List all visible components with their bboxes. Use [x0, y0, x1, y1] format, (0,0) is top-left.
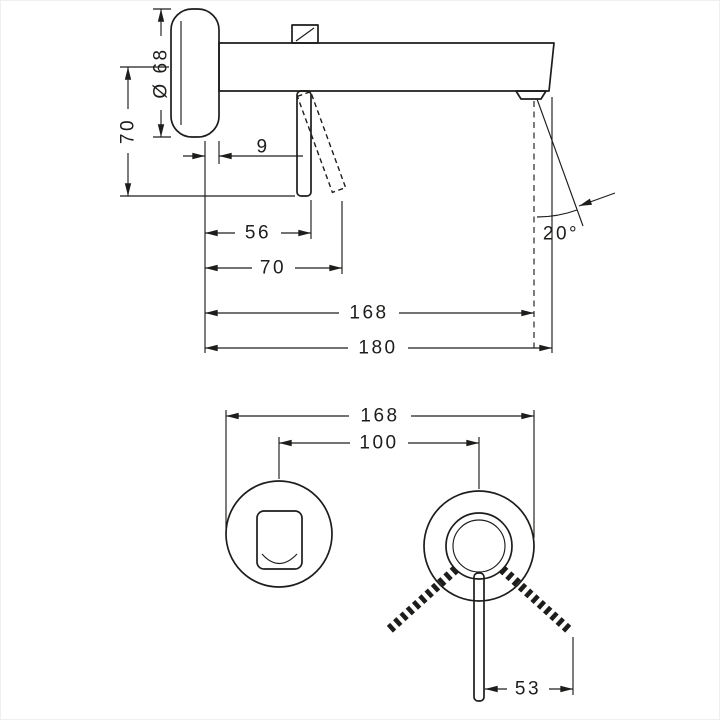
spray-direction: 20° [533, 98, 616, 353]
angle-arc [536, 209, 578, 218]
dim-lever-reach: 53 [485, 637, 574, 700]
escutcheon-circle [423, 490, 535, 602]
dim-overall-width: 168 [225, 406, 535, 538]
handle-boss-outer [445, 512, 513, 580]
handle-positions [385, 565, 573, 702]
dim-label-handle-height: 70 [118, 118, 139, 144]
spout [218, 24, 555, 100]
dim-wall-to-tip: 180 [205, 97, 553, 359]
dim-plate-offset: 9 [183, 137, 303, 164]
dim-label-overall-width: 168 [360, 406, 399, 427]
dim-wall-to-aerator: 168 [205, 303, 534, 324]
spout-section [256, 510, 303, 570]
dim-handle-height: 70 [118, 66, 295, 197]
spout-escutcheon [225, 480, 333, 588]
handle-open-dashed [296, 90, 347, 194]
dim-label-wall-to-handle: 56 [245, 223, 271, 244]
dim-label-wall-to-tip: 180 [358, 338, 397, 359]
mounting-stub [291, 24, 319, 44]
escutcheon-profile [170, 8, 220, 138]
dim-label-wall-to-lever: 70 [260, 258, 286, 279]
mounting-stub-detail [295, 27, 315, 42]
handle-closed [296, 90, 312, 197]
escutcheon-circle [225, 480, 333, 588]
dim-label-spray-angle: 20° [543, 224, 579, 245]
dim-wall-to-handle: 56 [205, 200, 312, 244]
dim-wall-to-lever: 70 [205, 201, 343, 279]
handle-lever [296, 90, 347, 197]
dim-plate-diameter: Ø 68 [151, 8, 172, 138]
handle-boss-inner [452, 519, 506, 573]
dim-label-plate-diameter: Ø 68 [151, 47, 172, 98]
spout-body [218, 42, 555, 92]
lever-right-dashed [498, 565, 573, 634]
spout-underside-curve [261, 553, 298, 565]
aerator [515, 90, 547, 100]
dim-label-hole-distance: 100 [359, 433, 398, 454]
bottom-view: 168 100 53 [225, 406, 574, 702]
stream-line [536, 98, 584, 227]
wall-plate [170, 8, 220, 138]
dim-label-plate-offset: 9 [256, 137, 269, 158]
handle-escutcheon [423, 490, 535, 602]
lever-left-dashed [385, 565, 460, 634]
dim-label-wall-to-aerator: 168 [349, 303, 388, 324]
angle-leader-arrow [578, 192, 616, 207]
side-view: 20° Ø 68 70 9 56 [118, 8, 616, 359]
lever-down [473, 572, 485, 702]
dim-label-lever-reach: 53 [515, 679, 541, 700]
dim-hole-distance: 100 [278, 433, 480, 489]
